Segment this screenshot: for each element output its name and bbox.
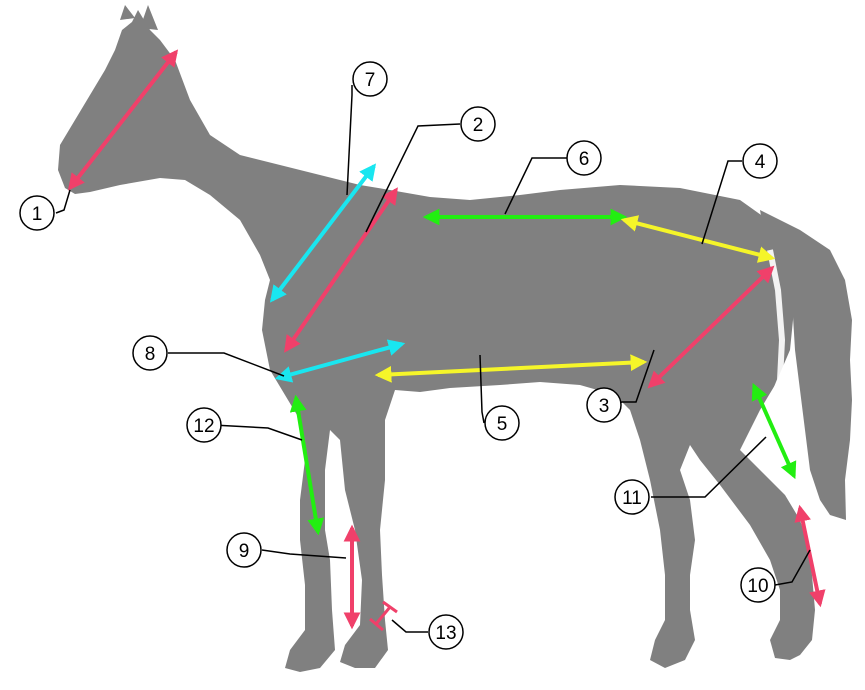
callout-12: 12	[186, 407, 222, 443]
callout-circle-12	[186, 407, 222, 443]
callout-5: 5	[484, 405, 520, 441]
measure-arrow-12	[289, 394, 325, 536]
measure-arrow-8	[274, 339, 406, 383]
measurement-arrows	[67, 49, 826, 630]
callout-number-13: 13	[435, 623, 456, 644]
callout-number-10: 10	[747, 576, 768, 597]
callout-number-7: 7	[365, 70, 376, 91]
callout-circle-5	[484, 405, 520, 441]
leader-4	[701, 160, 742, 245]
callout-circle-7	[352, 61, 388, 97]
leader-8	[168, 352, 285, 377]
callout-circle-9	[226, 532, 262, 568]
callout-circle-13	[428, 614, 464, 650]
callout-number-3: 3	[599, 396, 610, 417]
callout-11: 11	[614, 479, 650, 515]
callout-7: 7	[352, 61, 388, 97]
leader-6	[504, 157, 567, 215]
callout-2: 2	[460, 106, 496, 142]
leader-10	[774, 549, 811, 586]
leader-13	[391, 619, 428, 633]
measure-arrow-5	[374, 354, 648, 383]
callout-circle-4	[742, 143, 778, 179]
leader-7	[346, 85, 353, 196]
callout-13: 13	[428, 614, 464, 650]
callout-circle-2	[460, 106, 496, 142]
measure-arrow-1	[67, 49, 179, 191]
measure-arrow-11	[751, 382, 797, 480]
callout-circle-1	[19, 195, 55, 231]
callout-4: 4	[742, 143, 778, 179]
callout-number-2: 2	[473, 115, 484, 136]
callout-1: 1	[19, 195, 55, 231]
callout-9: 9	[226, 532, 262, 568]
callout-number-12: 12	[193, 416, 214, 437]
callout-8: 8	[132, 335, 168, 371]
measure-arrow-2	[284, 187, 398, 353]
callout-number-1: 1	[32, 204, 43, 225]
measure-arrow-10	[794, 504, 826, 608]
callout-10: 10	[740, 567, 776, 603]
measure-marker-13	[369, 600, 398, 632]
callout-circle-6	[566, 140, 602, 176]
callout-circle-3	[586, 387, 622, 423]
leader-1	[55, 189, 71, 214]
callout-number-9: 9	[239, 541, 250, 562]
callout-leaders	[55, 85, 811, 633]
callout-number-5: 5	[497, 414, 508, 435]
leader-11	[651, 436, 767, 498]
callout-circle-11	[614, 479, 650, 515]
callout-number-6: 6	[579, 149, 590, 170]
callout-3: 3	[586, 387, 622, 423]
leader-2	[365, 123, 461, 233]
measure-arrow-3	[647, 265, 775, 389]
callout-number-4: 4	[755, 152, 766, 173]
callout-circle-8	[132, 335, 168, 371]
callout-6: 6	[566, 140, 602, 176]
leader-5	[479, 354, 485, 424]
horse-silhouette	[58, 5, 852, 672]
leader-12	[212, 424, 303, 441]
measure-arrow-4	[620, 215, 776, 263]
callout-circle-10	[740, 567, 776, 603]
callout-number-8: 8	[145, 344, 156, 365]
leader-9	[261, 549, 347, 559]
callout-number-11: 11	[622, 488, 642, 509]
